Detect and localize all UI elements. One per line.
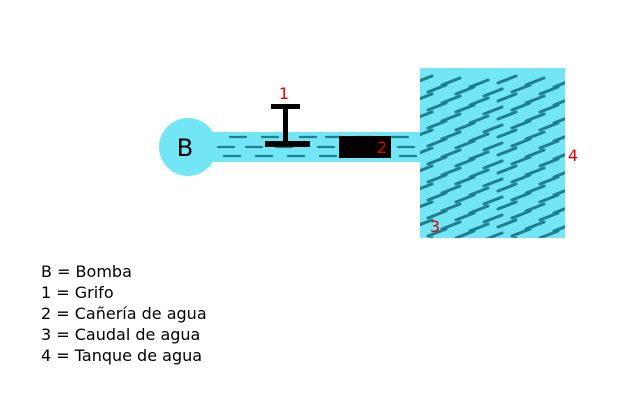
tank-water-dash: [510, 209, 532, 220]
tank-water-dash: [538, 103, 560, 114]
tank-water-dash: [538, 121, 560, 132]
legend: B = Bomba 1 = Grifo 2 = Cañería de agua …: [41, 261, 207, 366]
tank-water-dash: [420, 182, 434, 191]
tank-water-dash: [496, 218, 518, 229]
tank-water-dash: [426, 101, 448, 112]
tank-water-dash: [426, 119, 448, 130]
tap-base: [265, 141, 310, 147]
tank-water-dash: [420, 146, 434, 155]
tank-water-dash: [426, 137, 448, 148]
tank-water-dash: [496, 200, 518, 211]
tank-water-dash: [538, 157, 560, 168]
tank-water-dash: [454, 103, 476, 114]
legend-item-pump: B = Bomba: [41, 262, 132, 281]
tank-water-dash: [420, 110, 434, 119]
tank-water-dash: [482, 105, 504, 116]
tank-water-dash: [454, 121, 476, 132]
tank-water-dash: [426, 191, 448, 202]
tank-water-dash: [496, 92, 518, 103]
tank-water-dash: [482, 123, 504, 134]
pipe-block: [339, 136, 391, 158]
tank-water-dash: [510, 101, 532, 112]
tap-icon: [265, 104, 310, 147]
tank-water-dash: [454, 139, 476, 150]
tank-water-dash: [538, 193, 560, 204]
marker-flow: 3: [430, 217, 440, 236]
tank-water-dash: [496, 110, 518, 121]
legend-item-pipe: 2 = Cañería de agua: [41, 304, 207, 323]
tank-water-dash: [568, 179, 586, 186]
tank-water-dash: [426, 209, 448, 220]
tank-water-dash: [482, 87, 504, 98]
tank-water-dash: [510, 227, 532, 238]
tank-water-dash: [454, 85, 476, 96]
tank-water-dash: [496, 146, 518, 157]
tank-water-dash: [482, 195, 504, 206]
tank-water-dash: [454, 157, 476, 168]
tank-water-dash: [426, 155, 448, 166]
pump-label: B: [177, 134, 193, 162]
tank-water-dash: [426, 227, 448, 238]
tank-water-dash: [420, 92, 434, 101]
tank-water-dash: [510, 155, 532, 166]
tank-water-dash: [510, 119, 532, 130]
legend-item-tap: 1 = Grifo: [41, 283, 114, 302]
tank-water-dash: [426, 83, 448, 94]
tank-water-dash: [420, 164, 434, 173]
tank-water-dash: [538, 211, 560, 222]
tank-water-dash: [510, 191, 532, 202]
tank-water-dash: [526, 240, 544, 247]
tank-water-dash: [568, 197, 586, 204]
tank-water-dash: [568, 215, 586, 222]
tank-water-dash: [496, 182, 518, 193]
tank-water-dash: [538, 175, 560, 186]
tank-water-dash: [568, 89, 586, 96]
tank-water-dash: [496, 128, 518, 139]
tank-water-dash: [420, 200, 434, 209]
tank-water-dash: [454, 175, 476, 186]
tank-water-dash: [538, 229, 560, 238]
pump-circle: [159, 118, 217, 176]
tank-water-dash: [482, 141, 504, 152]
tank-water-dash: [568, 125, 586, 132]
tank-water-dash: [496, 164, 518, 175]
legend-item-tank: 4 = Tanque de agua: [41, 346, 203, 365]
tank-water-dash: [496, 74, 518, 85]
tank-water-dash: [510, 173, 532, 184]
tank-water-dash: [538, 139, 560, 150]
tank-water-dash: [454, 229, 476, 238]
tank-water-dash: [510, 137, 532, 148]
tank-water-dash: [568, 233, 586, 240]
tank-water-dash: [427, 236, 434, 238]
tank-water-dash: [485, 231, 504, 238]
marker-pipe: 2: [377, 138, 387, 157]
tank-water-dash: [568, 107, 586, 114]
marker-tap: 1: [279, 84, 289, 103]
tank-water-dash: [420, 218, 434, 227]
tank-water-dash: [482, 213, 504, 224]
tank-water-dash: [420, 128, 434, 137]
tank-water-dashes: [420, 74, 586, 249]
tank-water-dash: [426, 173, 448, 184]
tank-water-dash: [554, 242, 572, 249]
tap-stem: [283, 104, 288, 144]
tank-water-dash: [538, 85, 560, 96]
tank-water-dash: [511, 236, 518, 238]
legend-item-flow: 3 = Caudal de agua: [41, 325, 201, 344]
tank-water-dash: [442, 240, 460, 247]
tank-water-dash: [482, 177, 504, 188]
tank-water-dash: [510, 83, 532, 94]
tank-water-dash: [454, 211, 476, 222]
tank-water-dash: [454, 193, 476, 204]
tank-water-dash: [470, 242, 488, 249]
marker-tank: 4: [568, 146, 578, 165]
tank-water-dash: [420, 74, 434, 83]
tank-water-dash: [482, 159, 504, 170]
